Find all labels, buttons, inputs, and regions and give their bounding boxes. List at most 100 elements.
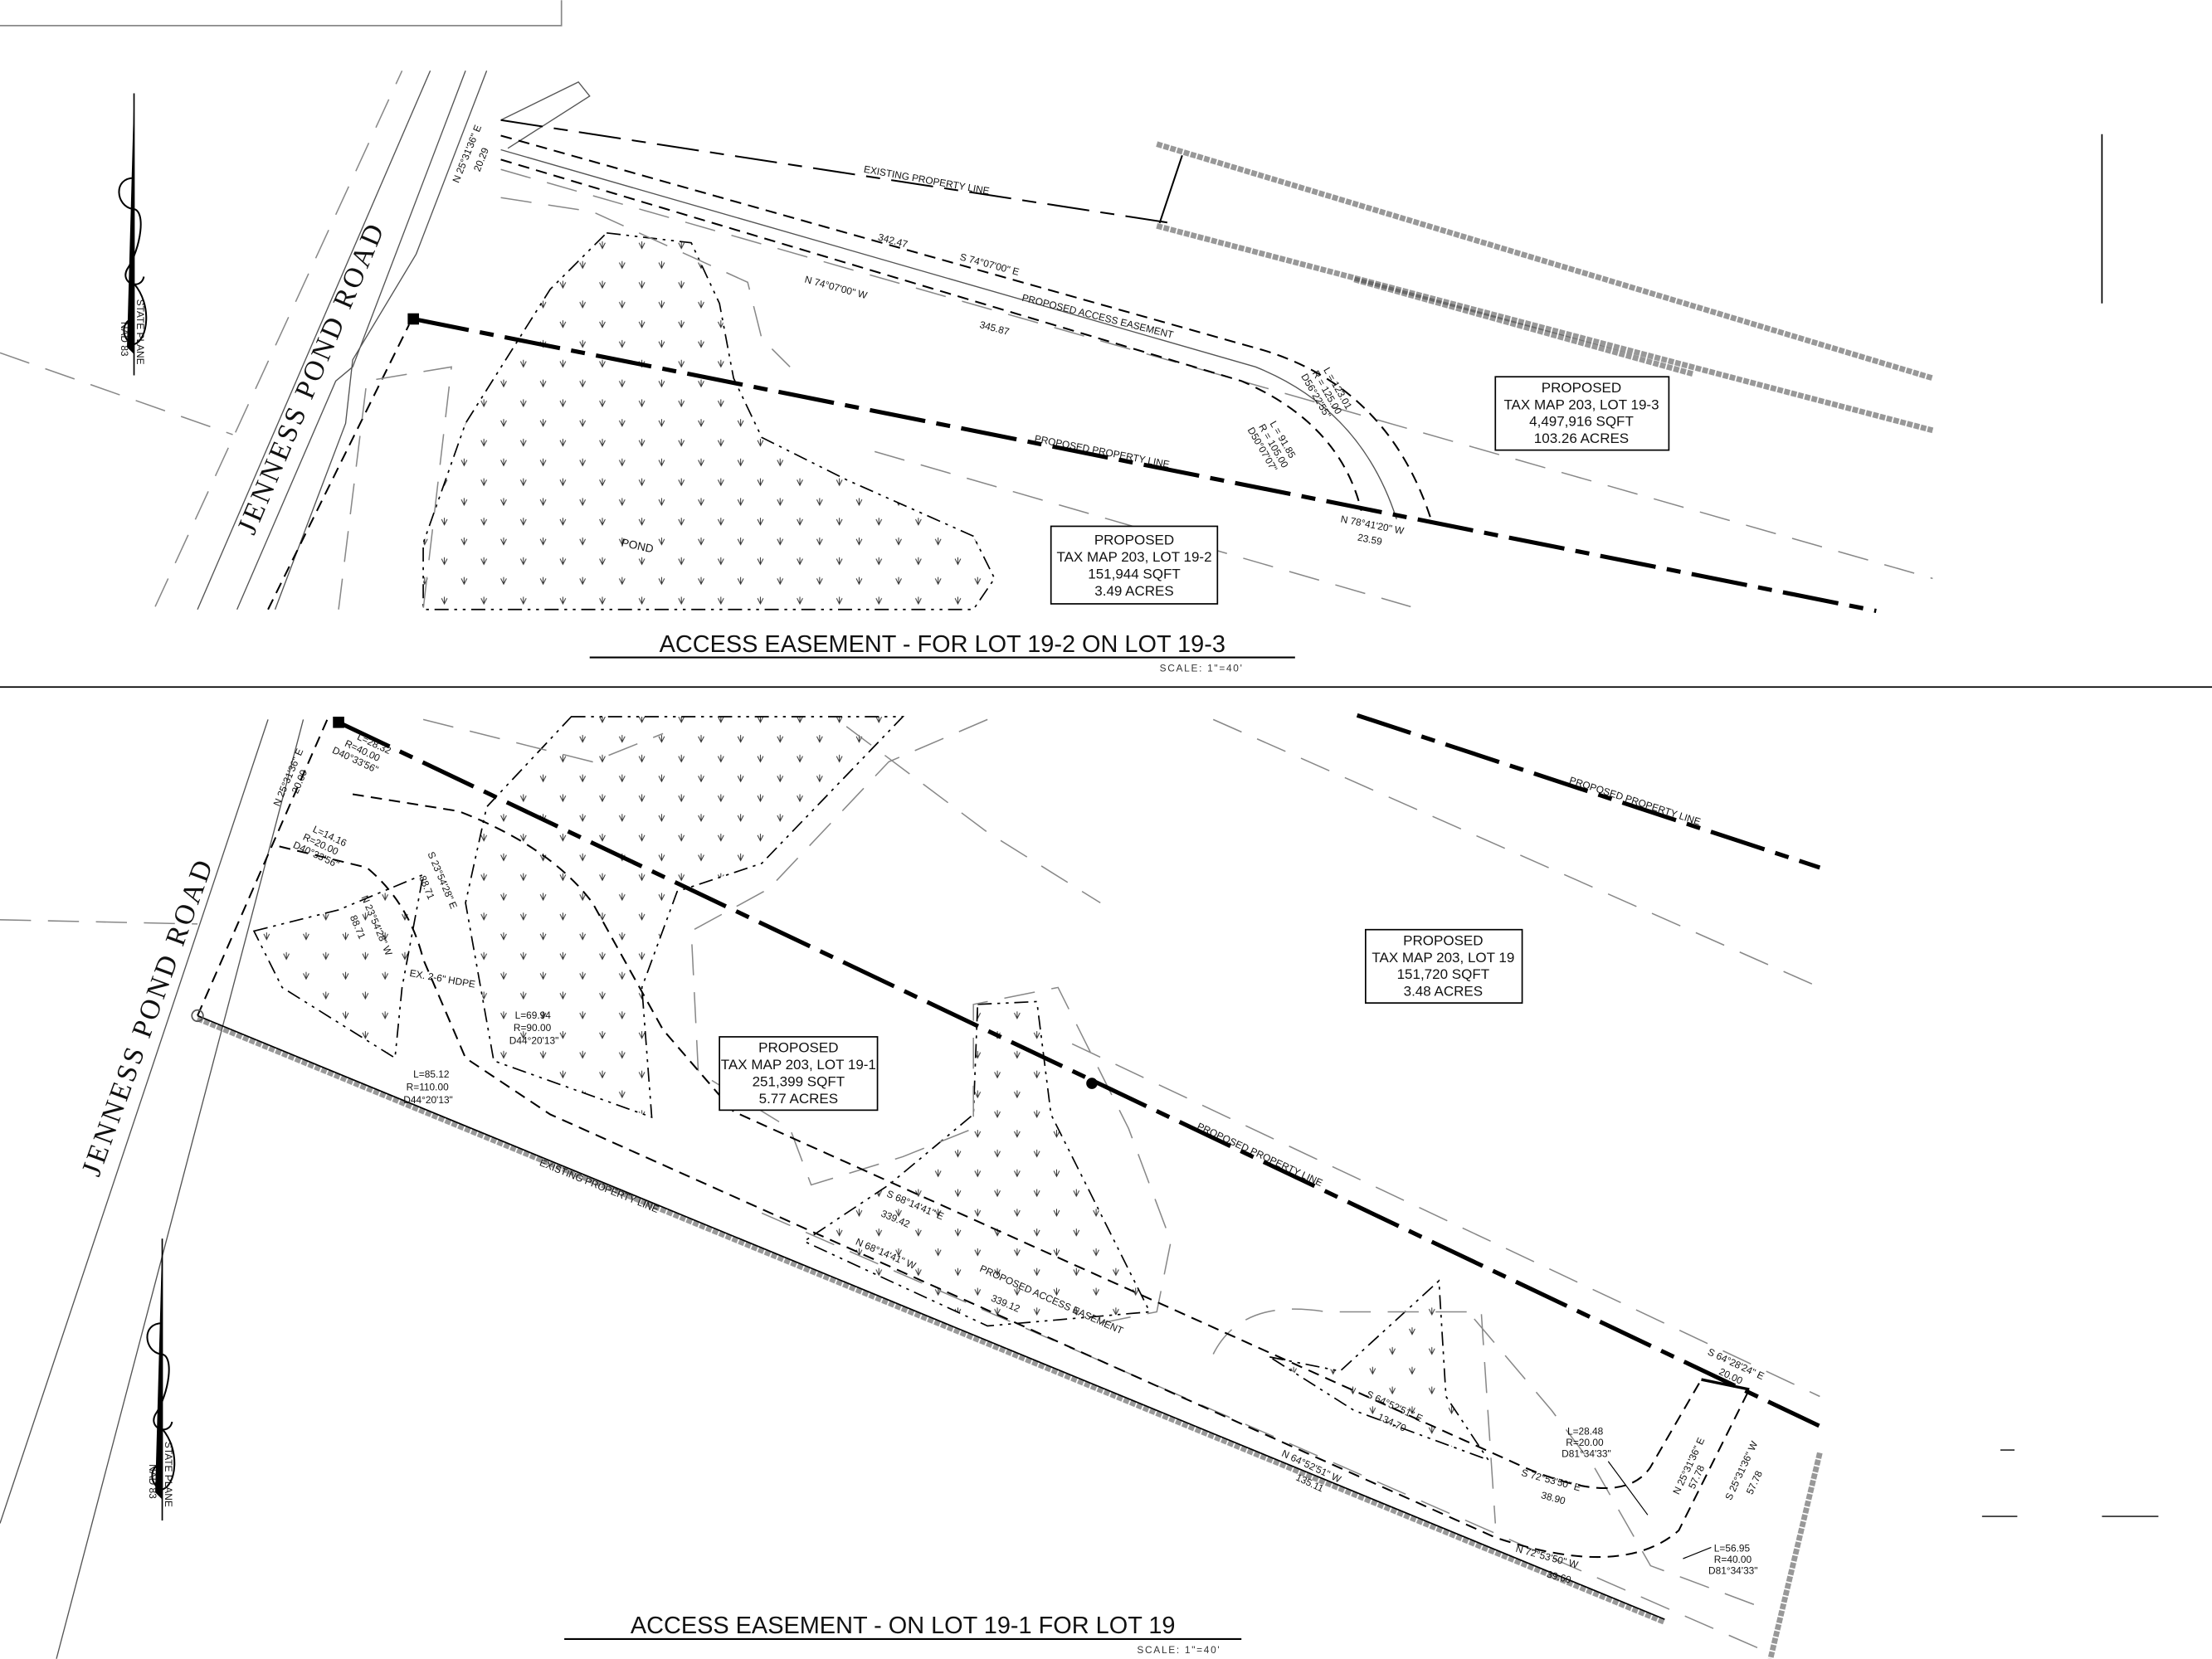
svg-text:103.26 ACRES: 103.26 ACRES <box>1534 431 1629 446</box>
svg-text:R=20.00: R=20.00 <box>1566 1437 1604 1448</box>
pond-area <box>252 873 425 1059</box>
proposed-access-easement-label: PROPOSED ACCESS EASEMENT <box>1021 292 1174 341</box>
svg-text:R=110.00: R=110.00 <box>407 1082 449 1093</box>
road-edge <box>236 71 466 611</box>
property-monument <box>333 716 344 728</box>
grey-line <box>0 919 198 925</box>
road-row-line <box>267 324 410 611</box>
road-edge <box>197 70 431 611</box>
lot-box-19-1: PROPOSED TAX MAP 203, LOT 19-1 251,399 S… <box>719 1036 879 1112</box>
svg-text:PROPOSED: PROPOSED <box>758 1040 838 1056</box>
svg-text:PROPOSED: PROPOSED <box>1542 380 1621 396</box>
svg-text:R=90.00: R=90.00 <box>514 1022 552 1034</box>
svg-text:D44°20'13": D44°20'13" <box>509 1034 559 1046</box>
road-name: JENNESS POND ROAD <box>231 217 391 539</box>
svg-text:151,944 SQFT: 151,944 SQFT <box>1088 566 1181 581</box>
curve-d-data: L=85.12 R=110.00 D44°20'13" <box>403 1068 453 1106</box>
svg-text:151,720 SQFT: 151,720 SQFT <box>1397 966 1490 982</box>
svg-text:3.48 ACRES: 3.48 ACRES <box>1404 984 1483 1000</box>
grey-line <box>1212 718 1820 989</box>
south-line-bearing: N 74°07'00" W <box>803 274 869 302</box>
curve-f-data: L=56.95 R=40.00 D81°34'33" <box>1683 1543 1758 1577</box>
f-north-bearing: S 72°53'50" E <box>1520 1467 1582 1494</box>
svg-text:PROPOSED: PROPOSED <box>1094 533 1174 548</box>
curve-b-data: L=14.16 R=20.00 D40°33'56" <box>291 823 348 870</box>
svg-text:D81°34'33": D81°34'33" <box>1562 1448 1611 1460</box>
inner-curve-data: L = 91.85 R = 105.00 D50°07'07" <box>1245 419 1298 474</box>
right-edge-mark <box>1981 1449 2159 1517</box>
stone-wall <box>1156 223 1934 434</box>
north-line-bearing: S 74°07'00" E <box>958 251 1021 278</box>
svg-text:4,497,916 SQFT: 4,497,916 SQFT <box>1529 414 1634 430</box>
grey-line <box>0 352 233 435</box>
svg-text:L=28.48: L=28.48 <box>1567 1425 1604 1437</box>
road-edge <box>56 719 305 1659</box>
property-monument <box>1086 1078 1098 1089</box>
lot-box-19: PROPOSED TAX MAP 203, LOT 19 151,720 SQF… <box>1364 928 1523 1004</box>
north-line-distance: 342.47 <box>877 231 909 251</box>
svg-text:TAX MAP 203, LOT 19-3: TAX MAP 203, LOT 19-3 <box>1503 397 1659 412</box>
south-line-distance: 345.87 <box>978 319 1011 338</box>
access-easement-end <box>1701 1378 1750 1391</box>
top-panel-title: ACCESS EASEMENT - FOR LOT 19-2 ON LOT 19… <box>660 631 1225 658</box>
stone-wall <box>1353 276 1694 377</box>
svg-text:5.77 ACRES: 5.77 ACRES <box>759 1091 838 1107</box>
access-easement-centerline <box>500 148 1397 520</box>
grey-line <box>500 168 1933 580</box>
bottom-panel-title: ACCESS EASEMENT - ON LOT 19-1 FOR LOT 19 <box>631 1613 1176 1639</box>
lot-box-19-2: PROPOSED TAX MAP 203, LOT 19-2 151,944 S… <box>1050 525 1219 605</box>
proposed-property-line-label: PROPOSED PROPERTY LINE <box>1568 774 1703 827</box>
grey-line <box>1212 1308 1497 1524</box>
proposed-property-line <box>412 317 1877 613</box>
existing-property-line <box>500 119 1172 224</box>
svg-text:D44°20'13": D44°20'13" <box>403 1094 453 1106</box>
pond-area <box>465 716 905 1119</box>
driveway-edge <box>500 81 591 149</box>
property-corner <box>191 1009 204 1023</box>
grey-line <box>422 718 664 763</box>
grey-line <box>1071 1043 1820 1398</box>
grey-line <box>761 1212 1764 1652</box>
svg-text:L=56.95: L=56.95 <box>1714 1543 1751 1554</box>
existing-property-line-label: EXISTING PROPERTY LINE <box>863 163 991 197</box>
svg-text:L=85.12: L=85.12 <box>413 1068 450 1080</box>
svg-text:NAD 83: NAD 83 <box>119 322 130 357</box>
access-easement-line <box>279 845 1751 1559</box>
curve-e-data: L=28.48 R=20.00 D81°34'33" <box>1562 1425 1649 1515</box>
pond-area <box>422 231 996 611</box>
road-centerline <box>154 70 403 607</box>
sheet-frame <box>0 0 563 27</box>
existing-property-line <box>197 1014 1665 1620</box>
svg-text:STATE PLANE: STATE PLANE <box>134 299 146 365</box>
svg-text:L=69.94: L=69.94 <box>515 1010 552 1021</box>
bottom-panel-scale: SCALE: 1"=40' <box>1137 1644 1220 1656</box>
hdpe-pipe-label: EX. 2-6" HDPE <box>409 967 476 990</box>
grey-line <box>1474 1318 1764 1609</box>
north-arrow-icon: STATE PLANE NAD 83 <box>146 1238 176 1521</box>
top-panel: POND EXISTING PROPERTY LINE N 25°31'36" … <box>0 70 2103 674</box>
f-north-distance: 38.90 <box>1540 1489 1567 1506</box>
access-easement-line <box>500 134 1433 523</box>
outer-curve-data: L = 123.01 R = 125.00 D56°22'55" <box>1298 365 1354 420</box>
access-easement-line <box>500 158 1362 511</box>
curve-c-data: L=69.94 R=90.00 D44°20'13" <box>509 1010 559 1047</box>
stone-wall <box>1156 141 1934 382</box>
property-monument <box>407 313 419 325</box>
existing-property-line-label: EXISTING PROPERTY LINE <box>538 1156 660 1215</box>
curve-a-data: L=28.32 R=40.00 D40°33'56" <box>330 731 393 776</box>
proposed-property-line <box>1356 713 1821 870</box>
f-south-distance: 39.60 <box>1546 1569 1573 1586</box>
grey-line <box>845 726 1101 904</box>
svg-text:TAX MAP 203, LOT 19-2: TAX MAP 203, LOT 19-2 <box>1056 549 1211 565</box>
svg-text:R=40.00: R=40.00 <box>1714 1554 1752 1565</box>
grey-line <box>338 366 452 610</box>
svg-text:251,399 SQFT: 251,399 SQFT <box>753 1073 845 1089</box>
wall-end <box>1158 154 1183 224</box>
svg-text:STATE PLANE: STATE PLANE <box>163 1442 174 1507</box>
svg-text:D81°34'33": D81°34'33" <box>1708 1565 1758 1577</box>
road-edge <box>0 719 269 1524</box>
pond-area <box>802 1000 1152 1327</box>
bottom-panel: N 25°31'36" E 20.00 L=28.32 R=40.00 D40°… <box>0 713 2159 1659</box>
top-panel-scale: SCALE: 1"=40' <box>1160 663 1244 674</box>
north-arrow-icon: STATE PLANE NAD 83 <box>118 93 148 376</box>
